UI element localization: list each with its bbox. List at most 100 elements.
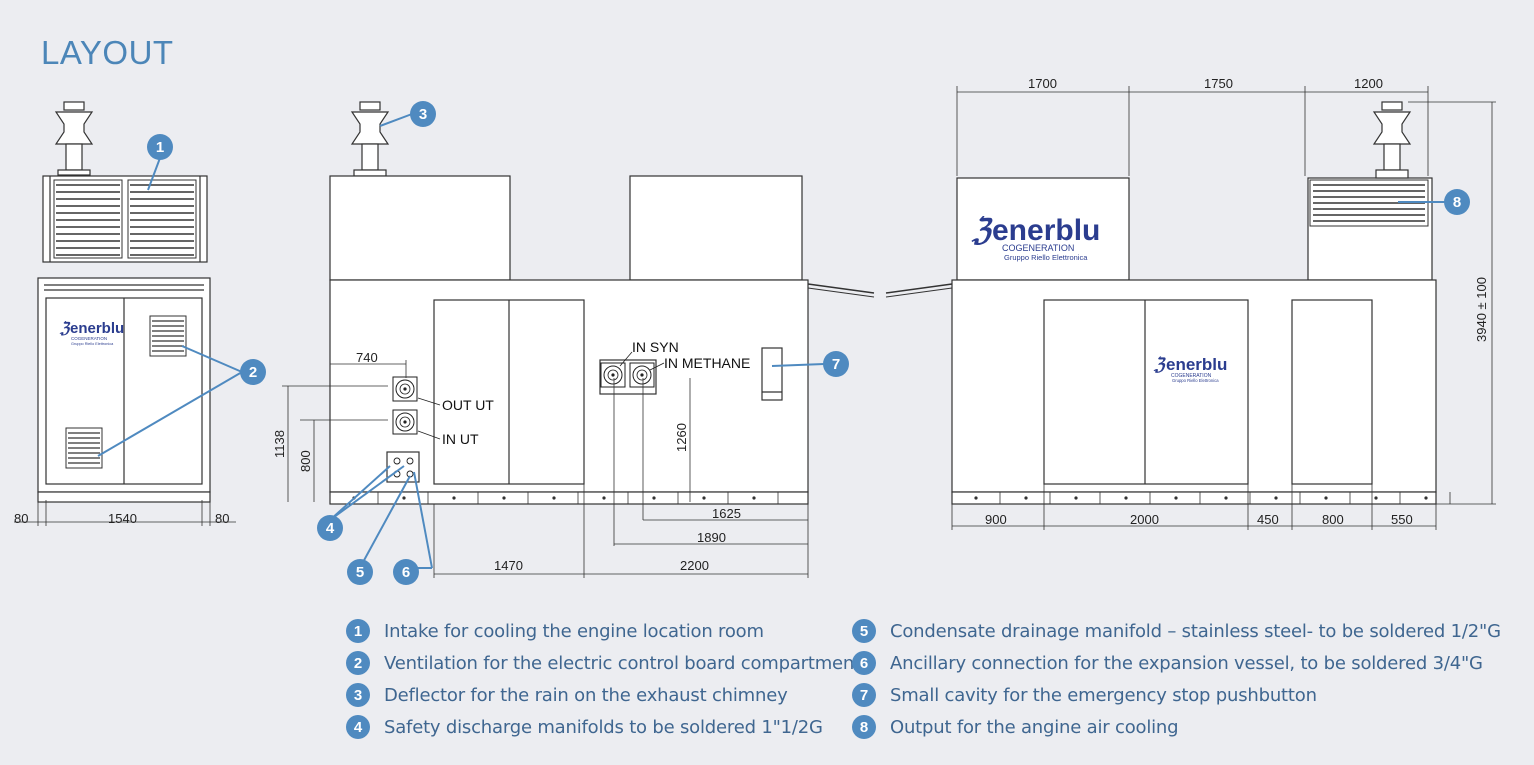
dim-rear-1750: 1750 [1204, 76, 1233, 91]
dim-rear-550: 550 [1391, 512, 1413, 527]
logo-sub2-door: Gruppo Riello Elettronica [1172, 378, 1219, 383]
legend-num-8: 8 [852, 715, 876, 739]
legend-text-5: Condensate drainage manifold – stainless… [890, 620, 1501, 642]
dim-side-800: 800 [298, 450, 313, 472]
label-out-ut: OUT UT [442, 397, 494, 413]
dim-rear-1700: 1700 [1028, 76, 1057, 91]
base-bolt [702, 496, 706, 500]
base-bolt [1174, 496, 1178, 500]
dim-front-left: 80 [14, 511, 28, 526]
svg-text:ℨ: ℨ [971, 214, 993, 247]
legend-text-2: Ventilation for the electric control boa… [384, 652, 861, 674]
callout-leaders [97, 113, 1446, 569]
base-bolt [1274, 496, 1278, 500]
legend-text-8: Output for the angine air cooling [890, 716, 1179, 738]
base-bolt [1074, 496, 1078, 500]
rear-logo-door: ℨ enerblu COGENERATION Gruppo Riello Ele… [1153, 355, 1227, 383]
front-dimensions [14, 500, 236, 526]
dim-side-1138: 1138 [272, 430, 287, 458]
callout-4: 4 [317, 515, 343, 541]
front-chimney [54, 101, 94, 176]
base-bolt [974, 496, 978, 500]
out-ut-fan-icon [392, 376, 418, 402]
page-title: LAYOUT [41, 34, 174, 71]
logo-sub1: COGENERATION [71, 336, 107, 341]
logo-sub1-large: COGENERATION [1002, 243, 1074, 253]
legend-item-6: 6 Ancillary connection for the expansion… [852, 647, 1501, 679]
callout-8: 8 [1444, 189, 1470, 215]
callout-6: 6 [393, 559, 419, 585]
base-bolt [1124, 496, 1128, 500]
rear-chimney [1372, 101, 1412, 179]
legend-item-3: 3 Deflector for the rain on the exhaust … [346, 679, 861, 711]
base-bolt [1324, 496, 1328, 500]
dim-side-1890: 1890 [697, 530, 726, 545]
front-view [37, 101, 211, 503]
legend-right: 5 Condensate drainage manifold – stainle… [852, 615, 1501, 743]
base-bolt [1024, 496, 1028, 500]
dim-rear-2000: 2000 [1130, 512, 1159, 527]
dim-front-right: 80 [215, 511, 229, 526]
rear-dimensions [951, 86, 1496, 530]
callout-7: 7 [823, 351, 849, 377]
logo-sub2: Gruppo Riello Elettronica [71, 342, 114, 346]
callout-1: 1 [147, 134, 173, 160]
base-bolt [1224, 496, 1228, 500]
front-top-box [42, 175, 208, 263]
base-bolt [752, 496, 756, 500]
logo-sub2-large: Gruppo Riello Elettronica [1004, 253, 1088, 262]
rear-view [951, 101, 1437, 505]
base-bolt [652, 496, 656, 500]
base-bolt [602, 496, 606, 500]
dim-side-1260: 1260 [674, 423, 689, 452]
legend-text-3: Deflector for the rain on the exhaust ch… [384, 684, 788, 706]
svg-text:ℨ: ℨ [1153, 355, 1166, 374]
dim-front-width: 1540 [108, 511, 137, 526]
label-in-ut: IN UT [442, 431, 479, 447]
callout-5: 5 [347, 559, 373, 585]
legend-num-5: 5 [852, 619, 876, 643]
logo-name-door: enerblu [1166, 355, 1227, 374]
dim-rear-height: 3940 ± 100 [1474, 277, 1489, 342]
in-methane-fan-icon [629, 362, 655, 388]
legend-num-4: 4 [346, 715, 370, 739]
base-bolt [502, 496, 506, 500]
legend-item-2: 2 Ventilation for the electric control b… [346, 647, 861, 679]
legend-num-3: 3 [346, 683, 370, 707]
in-syn-fan-icon [600, 362, 626, 388]
layout-drawing: ℨ enerblu COGENERATION Gruppo Riello Ele… [14, 76, 1496, 585]
legend-num-2: 2 [346, 651, 370, 675]
svg-text:4: 4 [326, 520, 335, 537]
svg-text:8: 8 [1453, 194, 1461, 211]
dim-rear-900: 900 [985, 512, 1007, 527]
rear-logo-large: ℨ enerblu COGENERATION Gruppo Riello Ele… [971, 214, 1100, 262]
svg-text:3: 3 [419, 106, 427, 123]
in-ut-fan-icon [392, 409, 418, 435]
legend-left: 1 Intake for cooling the engine location… [346, 615, 861, 743]
base-bolt [1424, 496, 1428, 500]
svg-text:6: 6 [402, 564, 410, 581]
dim-side-740: 740 [356, 350, 378, 365]
legend-text-1: Intake for cooling the engine location r… [384, 620, 764, 642]
logo-sub1-door: COGENERATION [1171, 373, 1212, 379]
legend-num-7: 7 [852, 683, 876, 707]
legend-item-1: 1 Intake for cooling the engine location… [346, 615, 861, 647]
front-logo: ℨ enerblu COGENERATION Gruppo Riello Ele… [59, 320, 124, 346]
legend-num-1: 1 [346, 619, 370, 643]
side-dimensions [282, 360, 809, 578]
drain-manifolds [393, 457, 414, 478]
logo-name: enerblu [70, 320, 124, 337]
callout-2: 2 [240, 359, 266, 385]
label-in-syn: IN SYN [632, 339, 679, 355]
svg-text:1: 1 [156, 139, 164, 156]
side-view [329, 101, 953, 505]
svg-text:5: 5 [356, 564, 364, 581]
dim-side-2200: 2200 [680, 558, 709, 573]
legend-item-4: 4 Safety discharge manifolds to be solde… [346, 711, 861, 743]
legend-text-4: Safety discharge manifolds to be soldere… [384, 716, 823, 738]
callout-3: 3 [410, 101, 436, 127]
dim-side-1470: 1470 [494, 558, 523, 573]
base-bolt [452, 496, 456, 500]
front-intake-grille [53, 179, 197, 259]
base-bolt [552, 496, 556, 500]
